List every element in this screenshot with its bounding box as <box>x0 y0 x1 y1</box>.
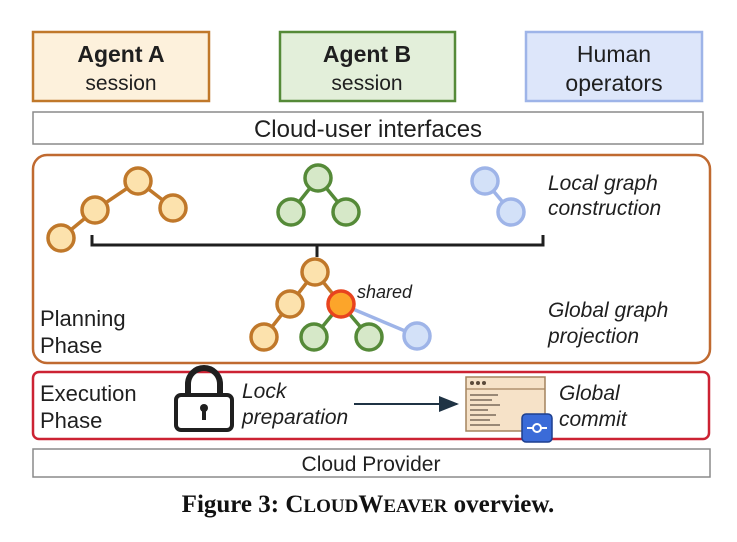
caption-cap-c: C <box>285 491 303 518</box>
execution-phase-line2: Phase <box>40 408 102 433</box>
caption-small-loud: LOUD <box>303 496 358 517</box>
planning-phase-box: Planning Phase Local graph construction … <box>31 153 712 365</box>
local-graph-line1: Local graph <box>548 172 658 195</box>
lock-preparation-line1: Lock <box>242 380 288 403</box>
agent-b-title: Agent B <box>323 41 411 67</box>
cloud-user-interfaces-bar: Cloud-user interfaces <box>32 111 704 145</box>
agent-b-box: Agent B session <box>278 30 457 103</box>
global-commit-line1: Global <box>559 382 621 405</box>
human-line2: operators <box>565 70 662 96</box>
human-line1: Human <box>577 41 651 67</box>
graph-node <box>158 193 188 223</box>
shared-node <box>326 289 356 319</box>
local-graph-line2: construction <box>548 197 661 220</box>
execution-phase-line1: Execution <box>40 381 137 406</box>
graph-node <box>249 322 279 352</box>
padlock-icon <box>174 365 234 432</box>
cloud-provider-bar: Cloud Provider <box>32 448 711 478</box>
planning-phase-line1: Planning <box>40 306 126 331</box>
provider-label: Cloud Provider <box>302 453 441 476</box>
caption-suffix: overview. <box>447 491 554 518</box>
planning-phase-line2: Phase <box>40 333 102 358</box>
commit-badge-icon <box>521 413 553 443</box>
graph-node <box>354 322 384 352</box>
graph-node <box>496 197 526 227</box>
caption-cap-w: W <box>358 491 383 518</box>
agent-a-subtitle: session <box>85 72 156 95</box>
lock-preparation-line2: preparation <box>241 406 348 429</box>
human-operators-box: Human operators <box>524 30 704 103</box>
merge-bracket <box>90 235 545 257</box>
graph-node <box>46 223 76 253</box>
graph-node <box>303 163 333 193</box>
graph-node <box>300 257 330 287</box>
figure-caption: Figure 3: CLOUDWEAVER overview. <box>182 491 555 518</box>
execution-phase-box: Execution Phase Lock preparation Global … <box>31 370 711 441</box>
global-graph-line2: projection <box>547 325 639 348</box>
caption-small-eaver: EAVER <box>383 496 447 517</box>
graph-node <box>123 166 153 196</box>
local-graph-agent-b <box>276 163 361 227</box>
local-graph-agent-a <box>46 166 188 253</box>
global-commit-line2: commit <box>559 408 628 431</box>
global-graph-line1: Global graph <box>548 299 668 322</box>
graph-node <box>299 322 329 352</box>
agent-b-subtitle: session <box>331 72 402 95</box>
graph-node <box>80 195 110 225</box>
graph-node <box>331 197 361 227</box>
agent-a-box: Agent A session <box>31 30 211 103</box>
terminal-window-icon <box>465 376 546 432</box>
caption-prefix: Figure 3: <box>182 491 286 518</box>
agent-a-title: Agent A <box>77 41 164 67</box>
global-graph <box>249 257 432 352</box>
shared-label: shared <box>357 282 413 302</box>
graph-node <box>275 289 305 319</box>
interfaces-label: Cloud-user interfaces <box>254 116 482 143</box>
local-graph-human <box>470 166 526 227</box>
graph-node <box>402 321 432 351</box>
graph-node <box>470 166 500 196</box>
graph-node <box>276 197 306 227</box>
